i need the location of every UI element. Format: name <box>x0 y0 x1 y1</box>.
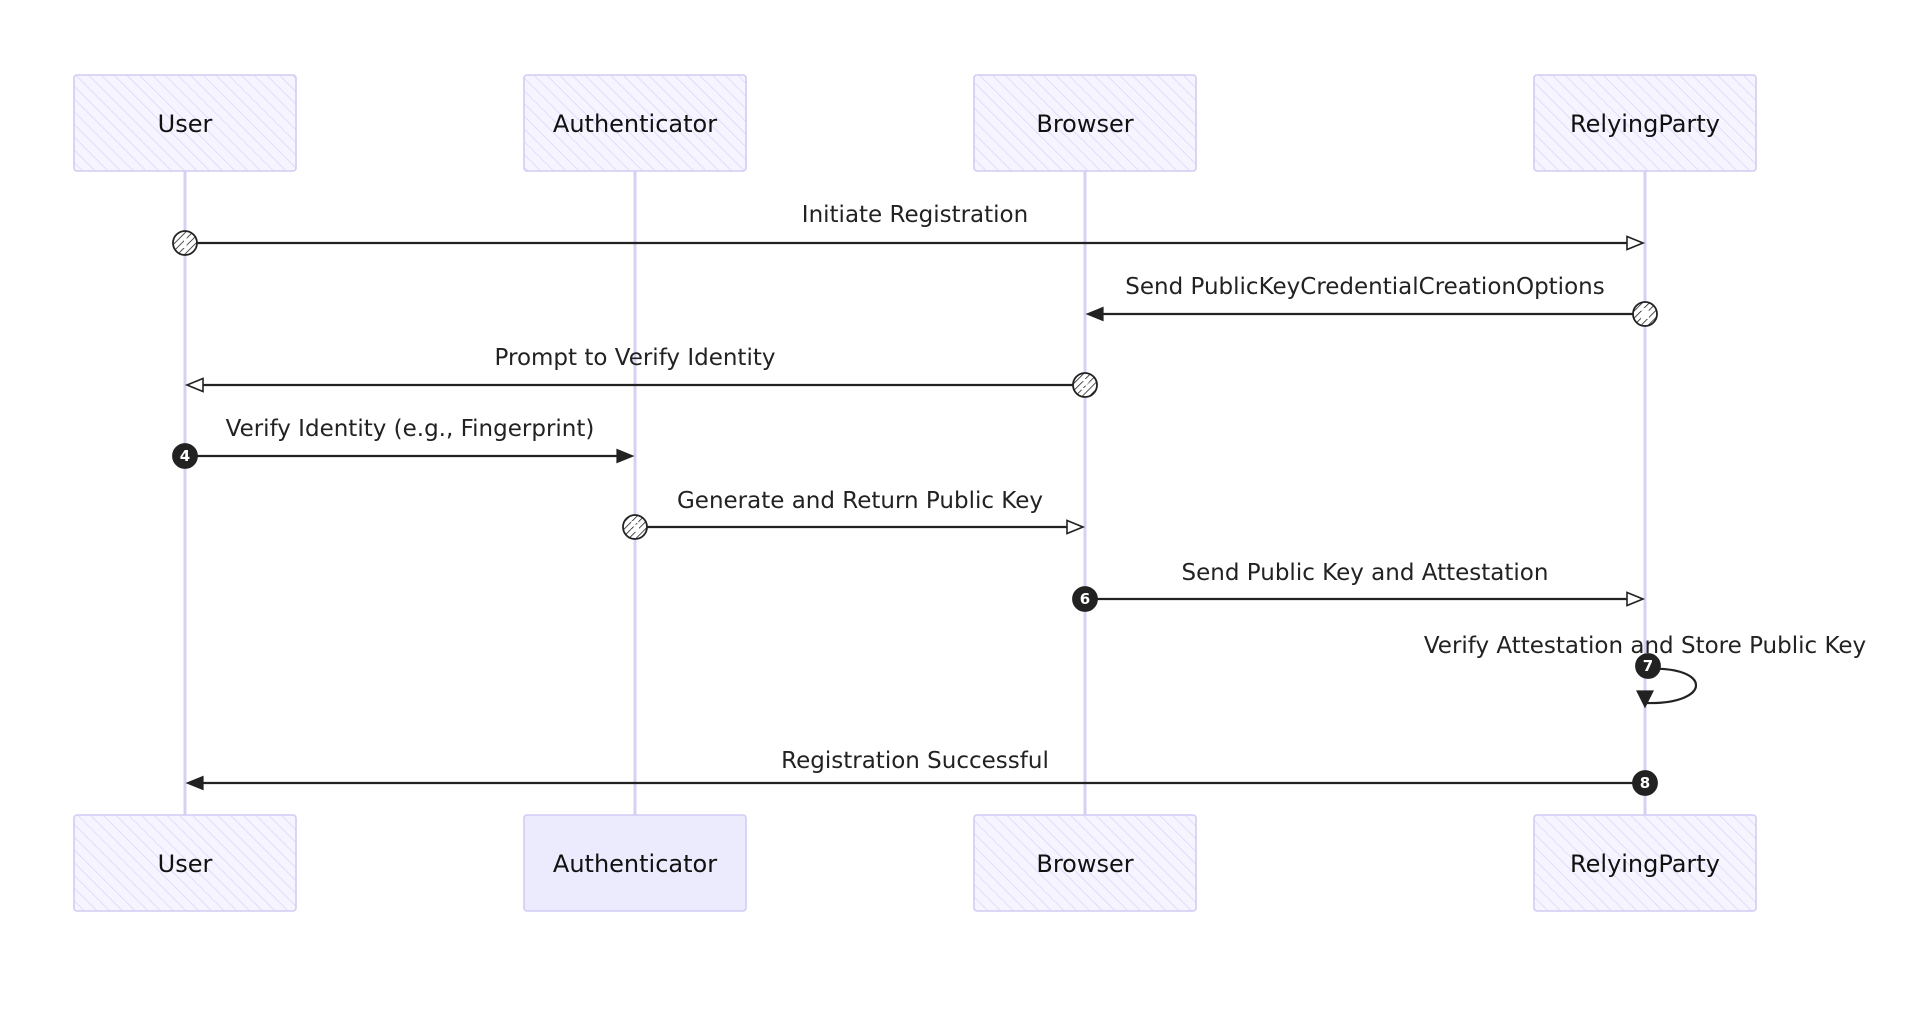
message-2: Send PublicKeyCredentialCreationOptions 2 <box>1085 274 1658 327</box>
sequence-number: 8 <box>1640 774 1650 792</box>
message-label: Send PublicKeyCredentialCreationOptions <box>1125 274 1604 300</box>
message-label: Verify Identity (e.g., Fingerprint) <box>226 416 595 442</box>
arrowhead <box>1085 306 1104 322</box>
participant-box <box>523 814 747 912</box>
message-4: Verify Identity (e.g., Fingerprint) 4 <box>172 416 635 469</box>
arrowhead <box>1636 690 1654 709</box>
participant-label: User <box>158 850 213 878</box>
sequence-number: 2 <box>1640 305 1650 323</box>
sequence-number-badge <box>1635 653 1661 679</box>
participant-label: Authenticator <box>553 850 717 878</box>
participant-box <box>73 74 297 172</box>
participant-bottom-authenticator: Authenticator <box>523 814 747 912</box>
message-label: Initiate Registration <box>802 202 1028 228</box>
participant-box <box>1533 74 1757 172</box>
sequence-number: 6 <box>1080 590 1090 608</box>
participant-label: Browser <box>1036 850 1133 878</box>
participant-top-user: User <box>73 74 297 172</box>
arrowhead <box>616 448 635 464</box>
sequence-number-badge <box>172 443 198 469</box>
message-label: Prompt to Verify Identity <box>495 345 776 371</box>
sequence-number: 3 <box>1080 376 1090 394</box>
participant-label: RelyingParty <box>1570 850 1720 878</box>
message-3: Prompt to Verify Identity 3 <box>184 345 1098 398</box>
participant-label: User <box>158 110 213 138</box>
arrowhead <box>184 377 204 393</box>
participant-top-browser: Browser <box>973 74 1197 172</box>
message-8: Registration Successful 8 <box>185 748 1658 796</box>
message-label: Send Public Key and Attestation <box>1182 560 1549 586</box>
sequence-number-badge <box>1072 372 1098 398</box>
participant-label: Browser <box>1036 110 1133 138</box>
arrowhead <box>185 775 204 791</box>
participants: UserUserAuthenticatorAuthenticatorBrowse… <box>73 74 1757 912</box>
participant-box <box>1533 814 1757 912</box>
participant-box <box>973 74 1197 172</box>
arrowhead <box>1626 235 1646 251</box>
sequence-number-badge <box>1632 301 1658 327</box>
participant-box <box>73 814 297 912</box>
arrowhead <box>1626 591 1646 607</box>
sequence-number-badge <box>1072 586 1098 612</box>
sequence-number: 5 <box>630 518 640 536</box>
sequence-number-badge <box>1632 770 1658 796</box>
participant-bottom-browser: Browser <box>973 814 1197 912</box>
participant-bottom-relyingparty: RelyingParty <box>1533 814 1757 912</box>
sequence-number: 7 <box>1643 657 1653 675</box>
message-label: Registration Successful <box>781 748 1049 774</box>
participant-label: Authenticator <box>553 110 717 138</box>
participant-top-relyingparty: RelyingParty <box>1533 74 1757 172</box>
message-6: Send Public Key and Attestation 6 <box>1072 560 1646 612</box>
message-1: Initiate Registration 1 <box>172 202 1646 256</box>
participant-bottom-user: User <box>73 814 297 912</box>
sequence-number: 1 <box>180 234 190 252</box>
sequence-number-badge <box>172 230 198 256</box>
sequence-number-badge <box>622 514 648 540</box>
participant-top-authenticator: Authenticator <box>523 74 747 172</box>
message-5: Generate and Return Public Key 5 <box>622 488 1086 540</box>
message-label: Generate and Return Public Key <box>677 488 1043 514</box>
participant-box <box>523 74 747 172</box>
participant-label: RelyingParty <box>1570 110 1720 138</box>
message-loop <box>1644 667 1698 705</box>
participant-box <box>973 814 1197 912</box>
arrowhead <box>1066 519 1086 535</box>
sequence-number: 4 <box>180 447 190 465</box>
